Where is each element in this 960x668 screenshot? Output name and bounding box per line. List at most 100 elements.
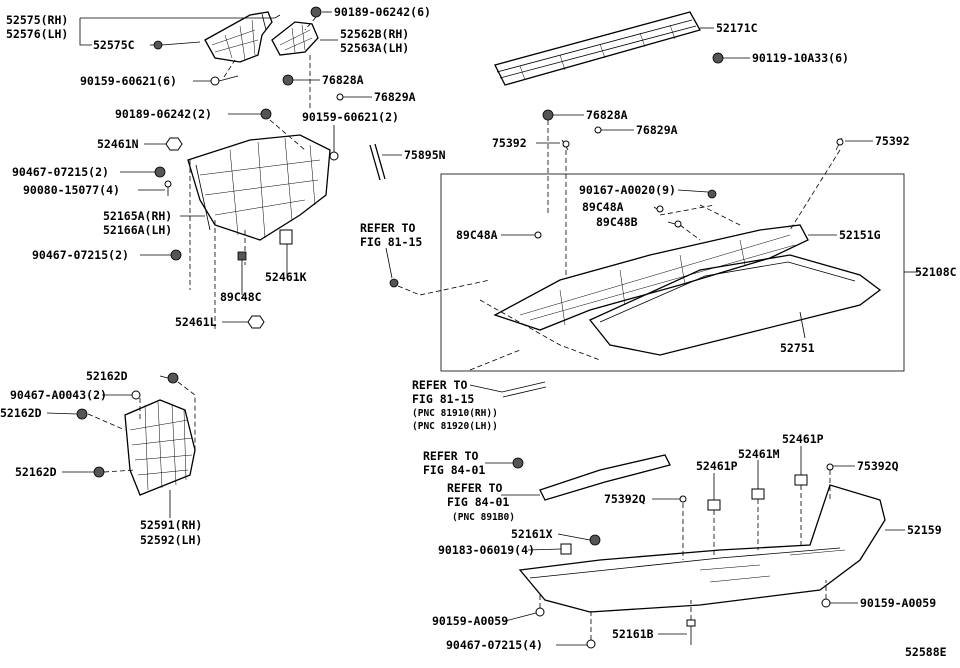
label-76828a: 76828A — [322, 73, 364, 87]
part-labels: 52575(RH) 52576(LH) 52575C 90189-06242(6… — [0, 5, 957, 659]
nut-90183-icon — [560, 543, 572, 555]
refer-1-line1: REFER TO — [360, 221, 415, 235]
label-52461k: 52461K — [265, 270, 307, 284]
label-76828a-2: 76828A — [586, 108, 628, 122]
refer-4-line1: REFER TO — [447, 481, 502, 495]
clip-90189-2-icon — [260, 108, 272, 120]
label-52562b-rh: 52562B(RH) — [340, 27, 409, 41]
clip-76829a-2-icon — [594, 126, 602, 134]
label-90467-07215-4: 90467-07215(4) — [446, 638, 543, 652]
refer-3-line1: REFER TO — [423, 449, 478, 463]
mudguard-52591 — [124, 399, 196, 496]
bolt-90467-2-icon — [170, 249, 182, 261]
label-52171c: 52171C — [716, 21, 758, 35]
label-90183-06019-4: 90183-06019(4) — [438, 543, 535, 557]
clip-52162d-icon — [167, 372, 179, 384]
clip-75392q-icon — [679, 495, 687, 503]
refer-2-line3: (PNC 81910(RH)) — [412, 408, 498, 419]
label-76829a: 76829A — [374, 90, 416, 104]
clip-52161x-icon — [589, 534, 601, 546]
bolt-90467-4-icon — [586, 639, 596, 649]
label-90159-a0059-2: 90159-A0059 — [860, 596, 936, 610]
bracket-52575 — [204, 11, 273, 63]
label-75392-1: 75392 — [492, 136, 527, 150]
rail-refer-icon — [539, 454, 671, 501]
label-90189-06242-2: 90189-06242(2) — [115, 107, 212, 121]
label-52575-rh: 52575(RH) — [6, 13, 68, 27]
clip-refer-icon — [389, 278, 491, 296]
bolt-90119-icon — [712, 52, 724, 64]
label-52461p-1: 52461P — [696, 459, 738, 473]
label-52151g: 52151G — [839, 228, 881, 242]
clip-52461n-icon — [165, 137, 183, 151]
clip-52461l-icon — [247, 315, 265, 329]
label-52162d-2: 52162D — [0, 406, 42, 420]
label-90159-60621-2: 90159-60621(2) — [302, 110, 399, 124]
clip-89c48c-icon — [237, 251, 247, 261]
refer-4-line2: FIG 84-01 — [447, 495, 509, 509]
seal-75895n-icon — [369, 143, 386, 181]
clip-89c48a-2-icon — [534, 231, 542, 239]
label-52592-lh: 52592(LH) — [140, 533, 202, 547]
label-52166a-lh: 52166A(LH) — [103, 223, 172, 237]
lower-bumper-52159 — [518, 484, 886, 613]
nut-90467-icon — [131, 390, 141, 400]
assembly-frame-52108c — [440, 173, 905, 372]
label-52161x: 52161X — [511, 527, 553, 541]
refer-1-line2: FIG 81-15 — [360, 235, 422, 249]
label-52575c: 52575C — [93, 38, 135, 52]
label-89c48a-1: 89C48A — [582, 200, 624, 214]
label-90080-15077-4: 90080-15077(4) — [23, 183, 120, 197]
label-52108c: 52108C — [915, 265, 957, 279]
lamp-refer-icon — [501, 381, 547, 398]
label-90119-10a33-6: 90119-10A33(6) — [752, 51, 849, 65]
label-75392q-2: 75392Q — [857, 459, 899, 473]
label-52563a-lh: 52563A(LH) — [340, 41, 409, 55]
label-52461l: 52461L — [175, 315, 217, 329]
bracket-52562b — [271, 21, 319, 56]
cover-52751 — [588, 254, 882, 356]
clip-76829a-icon — [336, 93, 344, 101]
clip-52461m-icon — [751, 488, 765, 500]
label-90467-07215-2a: 90467-07215(2) — [12, 165, 109, 179]
leader-lines — [46, 11, 918, 646]
screw-52575c-icon — [153, 40, 201, 50]
cover-52151g — [493, 224, 809, 331]
label-89c48b: 89C48B — [596, 215, 638, 229]
clip-52162d-3-icon — [93, 466, 105, 478]
refer-3-line2: FIG 84-01 — [423, 463, 485, 477]
clip-52461p-2-icon — [794, 474, 808, 486]
bolt-90159-a0059-icon — [535, 607, 545, 617]
label-89c48c: 89C48C — [220, 290, 262, 304]
label-52165a-rh: 52165A(RH) — [103, 209, 172, 223]
clip-52461p-icon — [707, 499, 721, 511]
clip-75392-2-icon — [835, 137, 844, 151]
grommet-76828a-icon — [282, 74, 294, 86]
clip-52162d-2-icon — [76, 408, 88, 420]
reinforcement-52171c — [494, 11, 701, 86]
bolt-90467-icon — [154, 166, 166, 178]
label-52461n: 52461N — [97, 137, 139, 151]
label-76829a-2: 76829A — [636, 123, 678, 137]
clip-75392q-2-icon — [826, 463, 834, 471]
refer-4-line3: (PNC 891B0) — [452, 512, 515, 523]
label-75392q-1: 75392Q — [604, 492, 646, 506]
label-90467-a0043-2: 90467-A0043(2) — [10, 388, 107, 402]
label-52576-lh: 52576(LH) — [6, 27, 68, 41]
clip-75392-icon — [561, 139, 570, 151]
clip-refer-3-icon — [512, 457, 524, 469]
label-52461m: 52461M — [738, 447, 780, 461]
label-52461p-2: 52461P — [782, 432, 824, 446]
screw-90080-icon — [164, 180, 172, 196]
refer-2-line4: (PNC 81920(LH)) — [412, 421, 498, 432]
label-52591-rh: 52591(RH) — [140, 518, 202, 532]
label-75392-2: 75392 — [875, 134, 910, 148]
clip-89c48b-icon — [674, 220, 682, 228]
clip-89c48a-icon — [656, 205, 664, 213]
label-90159-a0059-1: 90159-A0059 — [432, 614, 508, 628]
label-90167-a0020-9: 90167-A0020(9) — [579, 183, 676, 197]
label-90189-06242-6: 90189-06242(6) — [334, 5, 431, 19]
label-90159-60621-6: 90159-60621(6) — [80, 74, 177, 88]
